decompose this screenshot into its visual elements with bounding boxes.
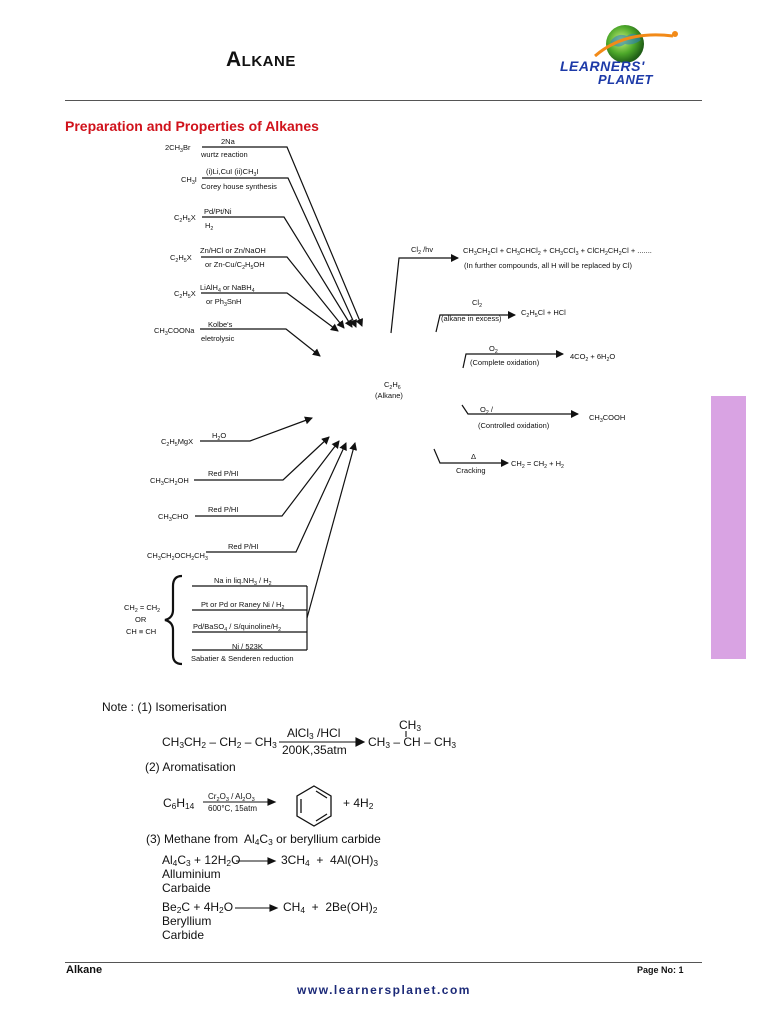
footer-chapter: Alkane — [66, 964, 103, 976]
header-divider — [65, 100, 702, 101]
reactant-acetaldehyde: CH3CHO — [158, 512, 189, 523]
condition-raney-ni: Pt or Pd or Raney Ni / H2 — [201, 600, 285, 611]
methane-eq2-name2: Carbide — [162, 928, 205, 942]
property-cl2-hv: Cl2 /hv — [411, 245, 434, 256]
isomerisation-product: CH3 – CH – CH3 — [368, 735, 457, 750]
methane-eq1-right: 3CH4 + 4Al(OH)3 — [281, 853, 379, 868]
methane-eq2-name1: Beryllium — [162, 914, 212, 928]
reagent-electrolysis: eletrolysic — [201, 334, 235, 343]
reagent-ph3snh: or Ph3SnH — [206, 297, 242, 308]
footer-divider — [65, 962, 702, 963]
benzene-ring — [296, 785, 332, 827]
property-o2-controlled: O2 / — [480, 405, 493, 416]
logo-text-learners: LEARNERS' — [560, 58, 645, 74]
center-alkane-label: (Alkane) — [375, 391, 403, 400]
condition-sabatier: Sabatier & Senderen reduction — [191, 654, 294, 663]
methane-eq1-name2: Carbaide — [162, 881, 211, 895]
isomerisation-reactant: CH3CH2 – CH2 – CH3 — [162, 735, 277, 750]
property-chlorination-note: (In further compounds, all H will be rep… — [464, 261, 632, 270]
condition-lindlar: Pd/BaSO4 / S/quinoline/H2 — [193, 622, 281, 633]
property-o2: O2 — [489, 344, 498, 355]
aromatisation-product: + 4H2 — [343, 796, 374, 811]
reagent-water: H2O — [212, 431, 227, 442]
center-ethane-formula: C2H6 — [384, 380, 401, 391]
reagent-pd-pt-ni: Pd/Pt/Ni — [204, 207, 232, 216]
logo-text-planet: PLANET — [598, 72, 653, 87]
reactant-ethyne: CH ≡ CH — [126, 627, 157, 636]
property-acetic-acid: CH3COOH — [589, 413, 626, 424]
methane-eq2-right: CH4 + 2Be(OH)2 — [283, 900, 378, 915]
methane-eq2-left: Be2C + 4H2O — [162, 900, 234, 915]
reagent-kolbe: Kolbe's — [208, 320, 233, 329]
reagent-red-p-hi-2: Red P/HI — [208, 505, 239, 514]
reagent-zn-cu: or Zn-Cu/C2H5OH — [205, 260, 265, 271]
footer-website-link[interactable]: www.learnersplanet.com — [297, 983, 471, 997]
learners-planet-logo — [555, 22, 695, 92]
reagent-zn-hcl: Zn/HCl or Zn/NaOH — [200, 246, 266, 255]
reagent-corey-house: Corey house synthesis — [201, 182, 277, 191]
reagent-licui: (i)Li,CuI (ii)CH3I — [206, 167, 259, 178]
reagent-lialh4: LiAlH4 or NaBH4 — [200, 283, 255, 294]
side-tab-marker — [711, 396, 746, 659]
reactant-ethyl-halide-2: C2H5X — [170, 253, 192, 264]
methane-eq1-left: Al4C3 + 12H2O — [162, 853, 241, 868]
section-title: Preparation and Properties of Alkanes — [65, 118, 319, 134]
reactant-sodium-acetate: CH3COONa — [154, 326, 195, 337]
reactant-grignard: C2H5MgX — [161, 437, 194, 448]
isomerisation-condition-top: AlCl3 /HCl — [287, 726, 341, 741]
reactant-ethene: CH2 = CH2 — [124, 603, 161, 614]
methane-eq1-name1: Alluminium — [162, 867, 221, 881]
reactant-ethyl-halide-3: C2H5X — [174, 289, 196, 300]
note-methane-label: (3) Methane from Al4C3 or beryllium carb… — [146, 832, 381, 847]
property-complete-oxidation: (Complete oxidation) — [470, 358, 540, 367]
property-ethene-h2: CH2 = CH2 + H2 — [511, 459, 564, 470]
reactant-ethanol: CH3CH2OH — [150, 476, 189, 487]
reagent-wurtz: wurtz reaction — [201, 150, 248, 159]
isomerisation-condition-bottom: 200K,35atm — [282, 743, 347, 757]
condition-na-liq-nh3: Na in liq.NH3 / H2 — [214, 576, 272, 587]
aromatisation-condition-top: Cr2O3 / Al2O3 — [208, 792, 255, 803]
property-delta: Δ — [471, 452, 477, 461]
reagent-red-p-hi-3: Red P/HI — [228, 542, 259, 551]
property-ethyl-chloride: C2H5Cl + HCl — [521, 308, 566, 319]
note-aromatisation-label: (2) Aromatisation — [145, 760, 236, 774]
isomerisation-branch: CH3 — [399, 718, 422, 733]
property-co2-water: 4CO2 + 6H2O — [570, 352, 616, 363]
reagent-red-p-hi-1: Red P/HI — [208, 469, 239, 478]
page-title: Alkane — [226, 48, 296, 71]
note-isomerisation-label: Note : (1) Isomerisation — [102, 700, 227, 714]
aromatisation-reactant: C6H14 — [163, 796, 195, 811]
reactant-or: OR — [135, 615, 147, 624]
reactant-methyl-iodide: CH3I — [181, 175, 197, 186]
condition-ni-523k: Ni / 523K — [232, 642, 263, 651]
reactant-methyl-bromide: 2CH3Br — [165, 143, 191, 154]
property-alkane-excess: (alkane in excess) — [441, 314, 502, 323]
reactant-ethyl-halide-1: C2H5X — [174, 213, 196, 224]
aromatisation-condition-bottom: 600°C, 15atm — [208, 804, 258, 813]
reagent-hydrogen: H2 — [205, 221, 214, 232]
property-chlorination-products: CH3CH2Cl + CH3CHCl2 + CH3CCl3 + ClCH2CH2… — [463, 246, 652, 257]
reaction-arrows — [164, 146, 579, 666]
reactant-diethyl-ether: CH3CH2OCH2CH3 — [147, 551, 208, 562]
property-cl2: Cl2 — [472, 298, 483, 309]
reagent-sodium: 2Na — [221, 137, 235, 146]
property-controlled-oxidation: (Controlled oxidation) — [478, 421, 550, 430]
footer-page-number: Page No: 1 — [637, 965, 684, 975]
property-cracking: Cracking — [456, 466, 486, 475]
